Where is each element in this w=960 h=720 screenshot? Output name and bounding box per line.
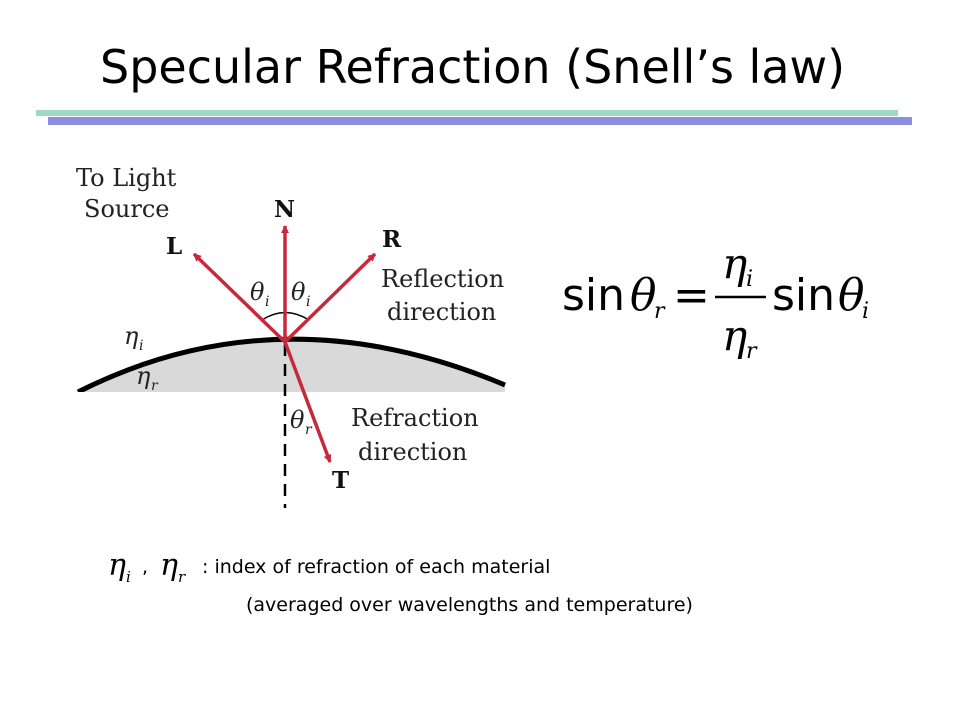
svg-text:r: r	[746, 339, 758, 364]
svg-text:θ: θ	[291, 278, 306, 306]
svg-text:i: i	[306, 294, 310, 310]
svg-text:η: η	[722, 311, 747, 360]
label-L: L	[166, 233, 182, 260]
eta-i-label: η i	[124, 322, 143, 354]
reflection-vector-R	[283, 252, 377, 344]
svg-text:θ: θ	[250, 278, 265, 306]
light-vector-L	[192, 252, 287, 344]
svg-text:i: i	[265, 294, 269, 310]
label-N: N	[274, 196, 295, 223]
title-underline-light	[36, 110, 898, 116]
reflection-label-line1: Reflection	[381, 265, 504, 293]
svg-text:θ: θ	[290, 406, 305, 434]
svg-text:i: i	[746, 267, 753, 292]
surface-fade	[70, 392, 520, 482]
theta-i-left: θ i	[250, 278, 269, 310]
svg-text:η: η	[722, 239, 747, 288]
svg-text:sin: sin	[562, 270, 625, 321]
light-source-label-line2: Source	[84, 195, 169, 223]
light-source-label-line1: To Light	[76, 164, 177, 192]
footer-eta-i: ηi	[108, 548, 131, 586]
slide-title: Specular Refraction (Snell’s law)	[100, 40, 846, 94]
theta-r: θ r	[290, 406, 313, 438]
footer-comma: ,	[142, 556, 149, 578]
svg-text:η: η	[136, 362, 151, 390]
material-lower-region	[86, 344, 500, 392]
refraction-label-line1: Refraction	[351, 404, 479, 432]
reflection-label-line2: direction	[387, 298, 496, 326]
svg-text:=: =	[673, 270, 710, 321]
footer-eta-r: ηr	[160, 548, 186, 586]
svg-text:θ: θ	[838, 270, 865, 321]
footer-line1: : index of refraction of each material	[202, 556, 551, 578]
refraction-vector-T	[283, 341, 332, 463]
svg-text:r: r	[151, 378, 159, 394]
svg-text:r: r	[305, 422, 313, 438]
svg-text:θ: θ	[630, 270, 657, 321]
refraction-label-line2: direction	[358, 438, 467, 466]
svg-text:sin: sin	[772, 270, 835, 321]
theta-i-right: θ i	[291, 278, 310, 310]
svg-text:i: i	[862, 299, 869, 324]
snells-law-equation: sin θ r = η i η r sin θ i	[562, 239, 869, 364]
svg-text:i: i	[139, 338, 143, 354]
label-R: R	[382, 226, 402, 253]
svg-text:η: η	[124, 322, 139, 350]
label-T: T	[332, 467, 349, 494]
svg-text:r: r	[654, 299, 666, 324]
eta-r-label: η r	[136, 362, 159, 394]
title-underline-dark	[48, 117, 912, 125]
footer-line2: (averaged over wavelengths and temperatu…	[246, 594, 693, 616]
